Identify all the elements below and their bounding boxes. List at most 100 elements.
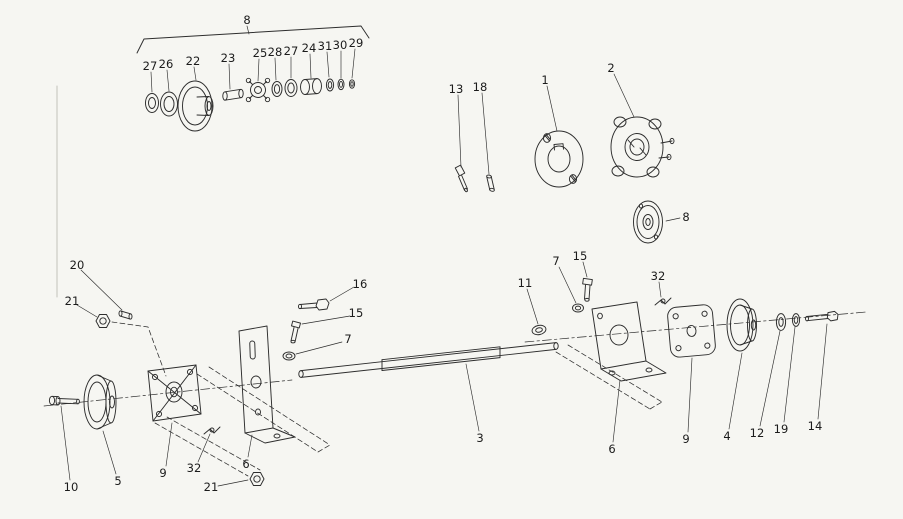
callout-3: 3 [476,431,483,445]
part-16-bolt [298,298,330,311]
part-6-bracket-b [591,301,667,382]
part-32-clip-a [203,426,221,435]
left-axis-line [43,379,293,407]
callout-20: 20 [70,258,85,272]
part-14-bolt [805,310,839,322]
leader-line-18 [481,92,490,175]
leader-line-5 [102,430,117,475]
leader-line-27 [150,71,153,93]
leader-line-12 [759,330,781,427]
leader-line-2 [613,73,635,118]
leader-line-6 [612,379,621,443]
leader-line-10 [60,405,71,481]
leader-line-21 [217,479,249,487]
part-1-flange [534,130,584,188]
leader-line-9 [687,357,693,433]
callout-21: 21 [204,480,219,494]
callout-11: 11 [518,276,533,290]
part-20-pin [118,310,133,320]
callout-24: 24 [302,41,317,55]
part-19-washer [791,313,801,327]
leader-line-8 [665,217,681,222]
callout-31: 31 [318,39,333,53]
part-30-ring [337,78,345,91]
part-12-washer [775,313,787,331]
part-27-washer-b [284,79,298,97]
callout-6: 6 [242,457,249,471]
callout-8: 8 [243,13,250,27]
leader-line-32 [658,281,662,298]
leader-line-6 [247,434,253,458]
callout-10: 10 [64,480,79,494]
group-8-bracket [136,25,370,54]
part-2-coupling [610,116,675,178]
part-25-spider [245,77,271,103]
leader-line-20 [80,269,123,311]
leader-line-29 [351,48,356,79]
part-27-washer-a [145,93,159,113]
part-28-ring [271,81,283,97]
callout-27: 27 [143,59,158,73]
left-fastener-group [95,310,133,328]
callout-28: 28 [268,45,283,59]
leader-line-23 [228,63,231,90]
leader-line-15 [582,261,588,278]
callout-15: 15 [573,249,588,263]
leader-line-24 [309,53,312,79]
callout-9: 9 [159,466,166,480]
part-6-bracket-a [238,325,296,444]
callout-13: 13 [449,82,464,96]
callout-6: 6 [608,442,615,456]
leader-line-21 [76,304,98,318]
callout-8: 8 [682,210,689,224]
leader-line-11 [526,288,539,325]
callout-4: 4 [723,429,730,443]
part-10-bolt [48,395,80,406]
lower-left-assembly-group [48,298,330,486]
callout-1: 1 [541,73,548,87]
part-3-shaft [298,342,559,378]
callout-22: 22 [186,54,201,68]
leader-line-31 [326,51,330,78]
leader-line-14 [817,323,828,420]
callout-30: 30 [333,38,348,52]
part-21-nut-b [249,472,265,486]
lower-right-assembly-group [531,277,839,382]
leader-line-4 [728,352,743,430]
part-18-pin [486,174,495,192]
leader-line-1 [546,85,558,132]
right-axis-line [524,311,867,343]
callout-27: 27 [284,44,299,58]
callout-9: 9 [682,432,689,446]
coupling-assembly-group [454,116,675,244]
leader-line-7 [558,266,577,304]
part-4-pulley [726,298,757,352]
callout-15: 15 [349,306,364,320]
part-9-plate [667,304,716,358]
callout-12: 12 [750,426,765,440]
part-24-spacer [300,78,322,95]
callout-21: 21 [65,294,80,308]
part-7-washer-b [572,303,584,313]
leader-line-9 [165,422,173,467]
callout-7: 7 [552,254,559,268]
part-26-ring [160,91,178,117]
part-21-nut-a [95,314,111,328]
callout-32: 32 [187,461,202,475]
frame-outline-left [111,321,331,477]
part-15-bolt-a [290,320,301,344]
callout-18: 18 [473,80,488,94]
callout-2: 2 [607,61,614,75]
leader-line-19 [783,326,796,423]
leader-line-15 [301,315,351,325]
leader-line-13 [457,94,462,168]
callout-7: 7 [344,332,351,346]
callout-26: 26 [159,57,174,71]
callout-19: 19 [774,422,789,436]
leader-line-25 [257,58,260,82]
callout-25: 25 [253,46,268,60]
part-31-ring [325,78,335,92]
